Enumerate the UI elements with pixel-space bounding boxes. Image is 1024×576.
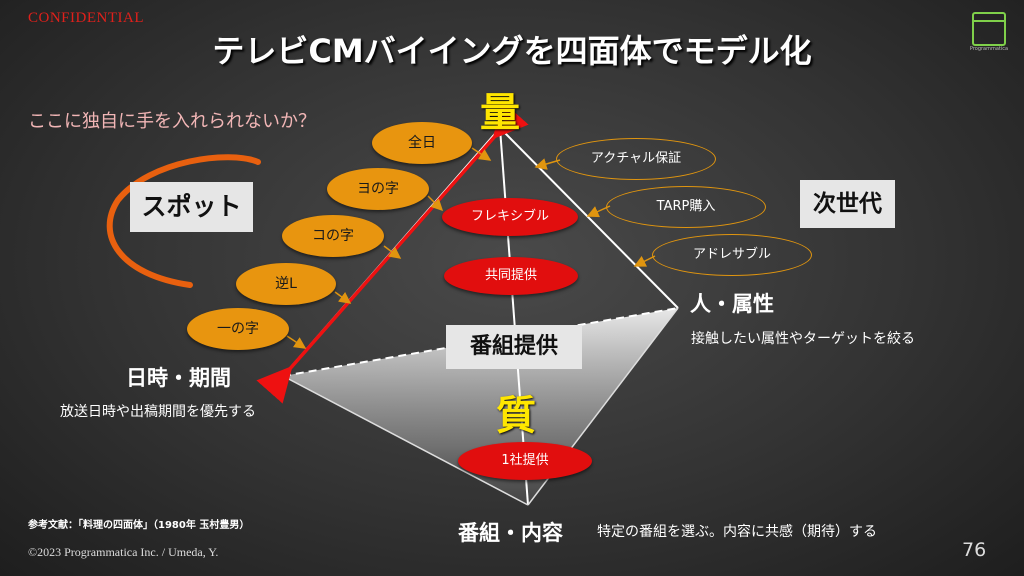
people-vertex-title: 人・属性	[690, 292, 774, 316]
next-gen-label: 次世代	[800, 180, 895, 228]
slide-title: テレビCMバイイングを四面体でモデル化	[212, 32, 812, 70]
confidential-label: CONFIDENTIAL	[28, 10, 144, 26]
people-vertex-desc: 接触したい属性やターゲットを絞る	[691, 331, 915, 347]
spot-type-oval: 全日	[372, 122, 472, 164]
spot-label: スポット	[130, 182, 253, 232]
question-text: ここに独自に手を入れられないか？	[28, 111, 316, 132]
red-option-oval: フレキシブル	[442, 198, 578, 236]
red-option-oval: 共同提供	[444, 257, 578, 295]
red-option-oval: 1社提供	[458, 442, 592, 480]
quantity-vertex: 量	[480, 90, 520, 136]
time-vertex-desc: 放送日時や出稿期間を優先する	[60, 404, 256, 420]
program-vertex-desc: 特定の番組を選ぶ。内容に共感（期待）する	[597, 524, 877, 540]
reference-note: 参考文献：「料理の四面体」（1980年 玉村豊男）	[28, 520, 250, 531]
quality-vertex: 質	[496, 393, 536, 439]
spot-type-oval: 逆L	[236, 263, 336, 305]
logo-text: Programmatica	[969, 46, 1009, 52]
copyright: ©2023 Programmatica Inc. / Umeda, Y.	[28, 545, 219, 559]
next-gen-oval: アクチャル保証	[556, 138, 716, 180]
program-offer-label: 番組提供	[446, 325, 582, 369]
page-number: 76	[962, 539, 987, 561]
programmatica-logo-icon	[972, 12, 1006, 46]
spot-type-oval: コの字	[282, 215, 384, 257]
spot-type-oval: ヨの字	[327, 168, 429, 210]
spot-type-oval: 一の字	[187, 308, 289, 350]
spot-swoosh	[106, 154, 261, 288]
program-vertex-title: 番組・内容	[458, 521, 563, 545]
next-gen-oval: アドレサブル	[652, 234, 812, 276]
edge-top-people	[499, 127, 679, 309]
time-vertex-title: 日時・期間	[126, 366, 231, 390]
next-gen-oval: TARP購入	[606, 186, 766, 228]
